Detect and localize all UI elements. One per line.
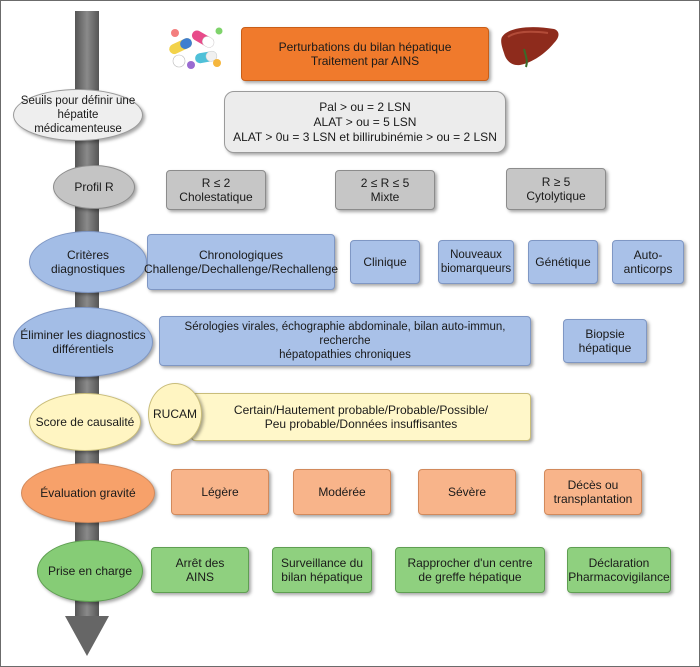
box-centre-greffe: Rapprocher d'un centre de greffe hépatiq… (395, 547, 545, 593)
header-line: Perturbations du bilan hépatique (278, 40, 452, 54)
header-box: Perturbations du bilan hépatique Traitem… (241, 27, 489, 81)
box-moderee: Modérée (293, 469, 391, 515)
box-clinique: Clinique (350, 240, 420, 284)
box-legere: Légère (171, 469, 269, 515)
box-arret-ains: Arrêt des AINS (151, 547, 249, 593)
label-gravite: Évaluation gravité (21, 463, 155, 523)
label-eliminer: Éliminer les diagnostics différentiels (13, 307, 153, 377)
box-cytolytique: R ≥ 5 Cytolytique (506, 168, 606, 210)
box-chronologiques: Chronologiques Challenge/Dechallenge/Rec… (144, 234, 338, 290)
rucam-badge: RUCAM (148, 383, 202, 445)
box-mixte: 2 ≤ R ≤ 5 Mixte (335, 170, 435, 210)
box-seuils: Pal > ou = 2 LSN ALAT > ou = 5 LSN ALAT … (224, 91, 506, 153)
box-causalite: Certain/Hautement probable/Probable/Poss… (191, 393, 531, 441)
pills-icon (169, 27, 223, 69)
box-biopsie: Biopsie hépatique (563, 319, 647, 363)
header-line: Traitement par AINS (310, 54, 420, 68)
box-severe: Sévère (418, 469, 516, 515)
label-prise: Prise en charge (37, 540, 143, 602)
liver-icon (501, 27, 559, 68)
label-profil-r: Profil R (53, 165, 135, 209)
box-biomarqueurs: Nouveaux biomarqueurs (438, 240, 514, 284)
box-deces: Décès ou transplantation (544, 469, 642, 515)
label-seuils: Seuils pour définir une hépatite médicam… (13, 89, 143, 141)
box-cholestatique: R ≤ 2 Cholestatique (166, 170, 266, 210)
label-criteres: Critères diagnostiques (29, 231, 147, 293)
box-serologies: Sérologies virales, échographie abdomina… (159, 316, 531, 366)
box-genetique: Génétique (528, 240, 598, 284)
box-surveillance: Surveillance du bilan hépatique (272, 547, 372, 593)
label-score: Score de causalité (29, 393, 141, 451)
box-pharmacovigilance: Déclaration Pharmacovigilance (567, 547, 671, 593)
box-auto-anticorps: Auto- anticorps (612, 240, 684, 284)
